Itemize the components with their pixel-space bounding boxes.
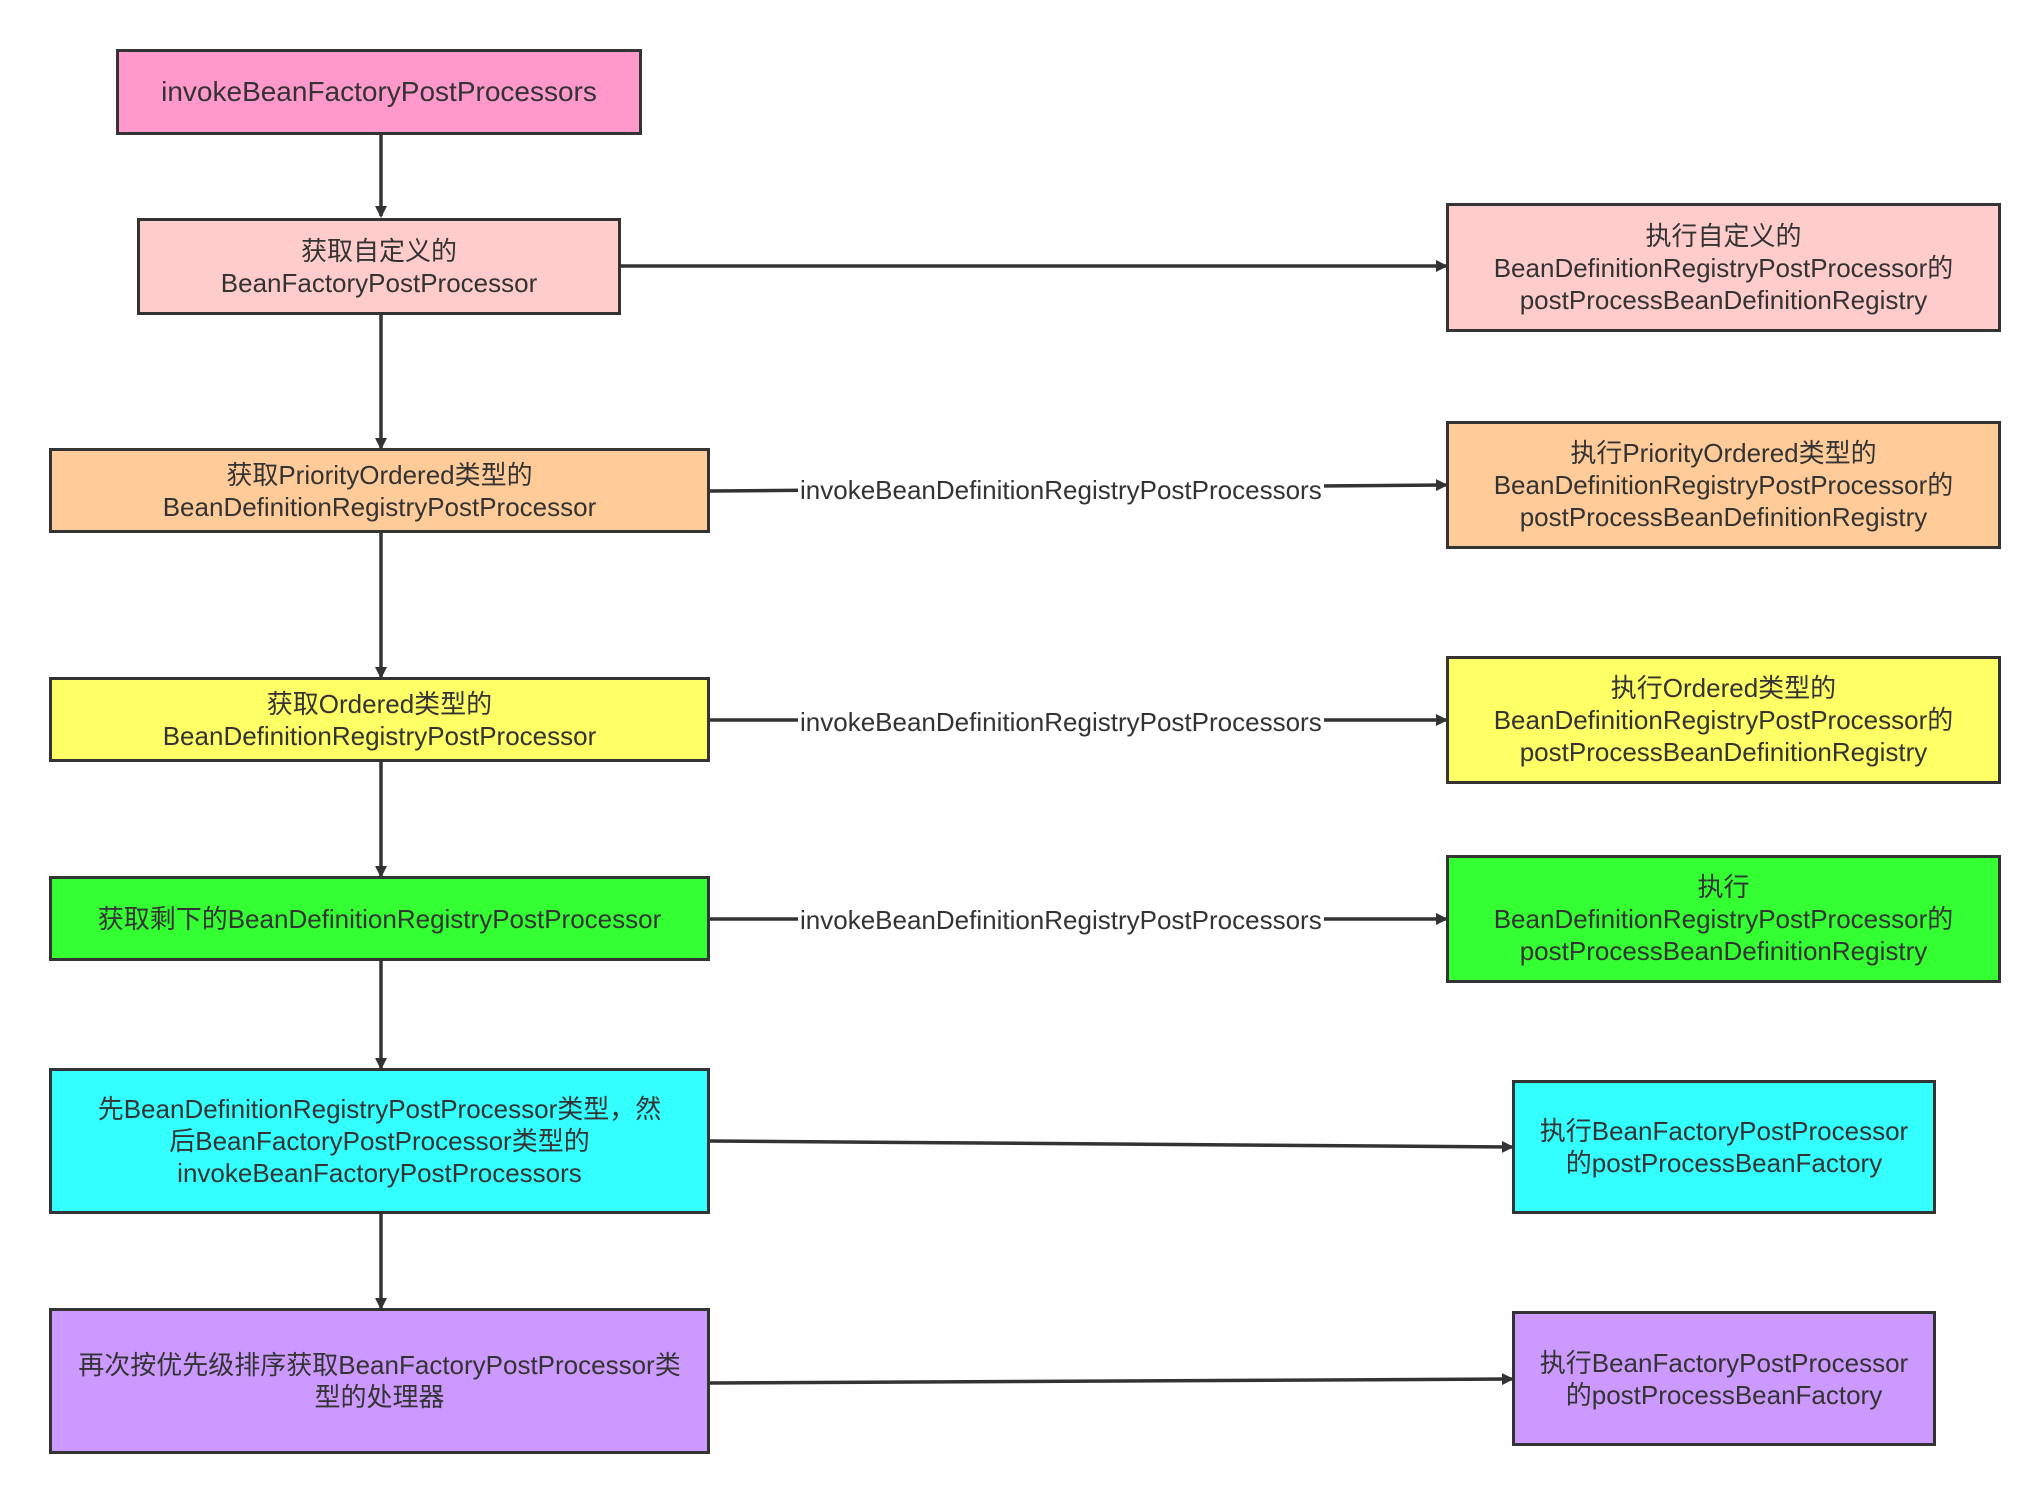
- node-label: 再次按优先级排序获取BeanFactoryPostProcessor类型的处理器: [78, 1350, 681, 1412]
- edge-label-rest: invokeBeanDefinitionRegistryPostProcesso…: [798, 904, 1324, 936]
- edge-label-ordered: invokeBeanDefinitionRegistryPostProcesso…: [798, 706, 1324, 738]
- edge-get-sorted-to-exec-factory-2: [709, 1373, 1514, 1386]
- node-get-rest[interactable]: 获取剩下的BeanDefinitionRegistryPostProcessor: [49, 876, 710, 961]
- node-label: invokeBeanFactoryPostProcessors: [161, 76, 597, 107]
- edge-label-priority: invokeBeanDefinitionRegistryPostProcesso…: [798, 474, 1324, 506]
- node-label: 获取剩下的BeanDefinitionRegistryPostProcessor: [97, 903, 662, 934]
- node-invoke-bean-factory-post-processors[interactable]: invokeBeanFactoryPostProcessors: [116, 49, 642, 135]
- node-label: 先BeanDefinitionRegistryPostProcessor类型，然…: [97, 1094, 662, 1188]
- edge-invoke-both-to-exec-factory-1: [709, 1139, 1514, 1153]
- node-invoke-both[interactable]: 先BeanDefinitionRegistryPostProcessor类型，然…: [49, 1068, 710, 1214]
- node-get-sorted[interactable]: 再次按优先级排序获取BeanFactoryPostProcessor类型的处理器: [49, 1308, 710, 1454]
